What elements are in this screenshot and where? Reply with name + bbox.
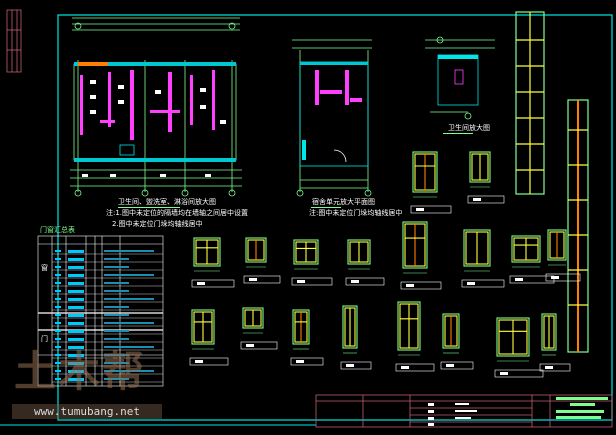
window-elevation — [191, 237, 235, 288]
table-row — [52, 338, 163, 343]
title-block — [315, 394, 613, 428]
elevation-windows-doors — [189, 151, 581, 378]
table-row — [52, 274, 163, 279]
table-title: 门窗汇总表 — [40, 226, 75, 234]
table-row — [52, 346, 163, 351]
table-group-window: 窗 — [41, 264, 48, 272]
plan1-title: 卫生间、盥洗室、淋浴间放大图 — [118, 198, 216, 206]
window-elevation — [240, 307, 278, 350]
plan2-note: 注:图中未定位门垛均轴线居中 — [309, 209, 403, 217]
window-elevation — [539, 313, 571, 372]
window-elevation — [340, 305, 372, 370]
window-elevation — [545, 229, 581, 282]
table-row — [52, 378, 163, 383]
table-row — [52, 290, 163, 295]
table-row — [52, 314, 163, 319]
plan1-title-underline — [118, 207, 180, 208]
table-row — [52, 298, 163, 303]
window-elevation — [189, 309, 229, 366]
window-elevation — [494, 317, 544, 378]
watermark-url: www.tumubang.net — [12, 404, 162, 419]
plan-dorm-unit — [292, 39, 372, 197]
table-row — [52, 266, 163, 271]
table-row — [52, 282, 163, 287]
table-row — [52, 322, 163, 327]
elevation-tall-windows — [515, 11, 589, 353]
table-row — [52, 370, 163, 375]
plan2-title: 宿舍单元放大平面图 — [312, 198, 375, 206]
window-elevation — [243, 237, 281, 284]
window-elevation — [291, 239, 333, 286]
table-row — [52, 354, 163, 359]
plan1-note-2: 2.图中未定位门垛均轴线居中 — [112, 220, 203, 228]
plan2-title-underline — [311, 207, 341, 208]
window-elevation — [345, 239, 385, 286]
plan1-note-1: 注:1.图中未定位的隔墙均在墙轴之间居中设置 — [106, 209, 249, 217]
binding-strip — [6, 9, 22, 73]
table-group-door: 门 — [41, 335, 48, 343]
toilet-title: 卫生间放大图 — [448, 124, 490, 132]
window-elevation — [400, 221, 442, 290]
door-window-table — [37, 235, 164, 387]
table-row — [52, 250, 163, 255]
window-elevation — [410, 151, 452, 214]
table-row — [52, 306, 163, 311]
table-row — [52, 330, 163, 335]
table-row — [52, 258, 163, 263]
table-row — [52, 362, 163, 367]
plan-toilet-enlarged — [425, 36, 495, 120]
window-elevation — [440, 313, 474, 370]
window-elevation — [467, 151, 505, 204]
window-elevation — [509, 235, 555, 284]
window-elevation — [461, 229, 505, 288]
toilet-title-underline — [443, 133, 473, 134]
window-elevation — [290, 309, 324, 366]
watermark-logo: 土木帮 — [14, 347, 147, 396]
drawing-frame — [57, 14, 613, 421]
plan-toilet-washroom — [70, 17, 242, 197]
window-elevation — [395, 301, 435, 372]
